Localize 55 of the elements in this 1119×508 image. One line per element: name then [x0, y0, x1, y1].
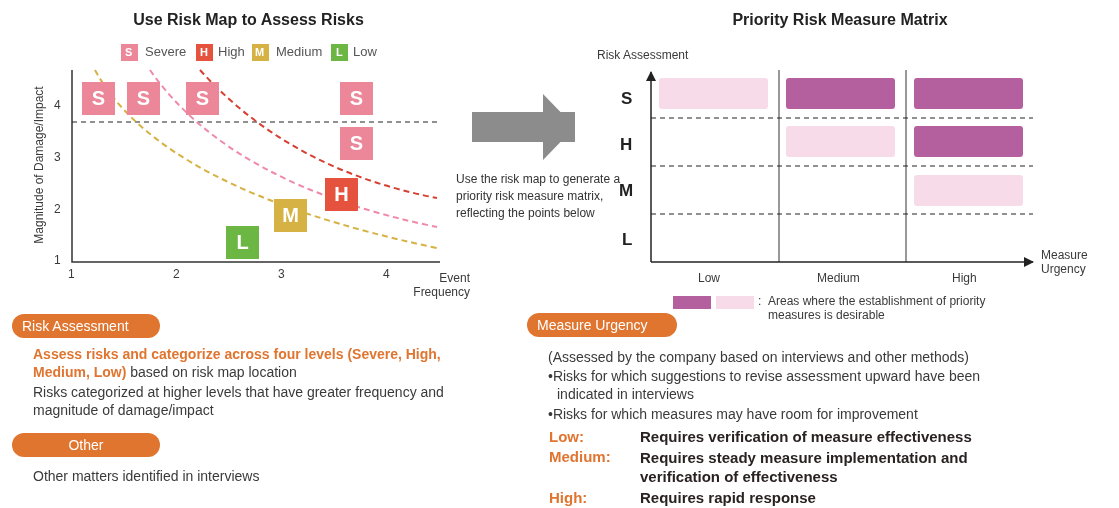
urgency-level: Low: — [549, 428, 584, 446]
block-arrow — [472, 94, 575, 160]
legend-letter: H — [200, 46, 208, 59]
legend-letter: M — [255, 46, 265, 59]
risk-level-square: H — [325, 178, 358, 211]
section-header-pill: Other — [12, 433, 160, 457]
legend-label: Low — [353, 45, 377, 60]
legend-letter: S — [125, 46, 133, 59]
risk-level-square: S — [340, 82, 373, 115]
risk-level-square: S — [340, 127, 373, 160]
urgency-level: High: — [549, 489, 588, 507]
row-label: M — [619, 181, 634, 201]
urgency-level: Medium: — [549, 448, 611, 466]
row-label: H — [620, 135, 633, 155]
risk-level-square: S — [82, 82, 115, 115]
note-text: Areas where the establishment of priority measures is desirable — [768, 295, 987, 323]
legend-letter: L — [336, 46, 343, 59]
tick-label: 2 — [173, 268, 180, 282]
axis-title: Event Frequency — [412, 272, 470, 300]
tick-label: 3 — [278, 268, 285, 282]
tick-label: 1 — [54, 254, 61, 268]
section-header-pill: Measure Urgency — [527, 313, 677, 337]
column-label: High — [952, 272, 977, 286]
tick-label: 4 — [383, 268, 390, 282]
body-text: Other matters identified in interviews — [33, 468, 260, 485]
body-text: Assess risks and categorize across four levels (Severe, High, Medium, Low) based on risk map location — [33, 345, 442, 381]
separator-colon: : — [758, 295, 762, 309]
risk-level-square: S — [186, 82, 219, 115]
column-label: Low — [698, 272, 720, 286]
tick-label: 1 — [68, 268, 75, 282]
tick-label: 2 — [54, 203, 61, 217]
row-label: S — [621, 89, 633, 109]
legend-label: Medium — [276, 45, 323, 60]
body-text: (Assessed by the company based on interviews and other methods) — [548, 349, 969, 366]
legend-label: High — [218, 45, 245, 60]
tick-label: 4 — [54, 99, 61, 113]
axis-title: Risk Assessment — [597, 49, 689, 63]
chart-title: Priority Risk Measure Matrix — [731, 11, 949, 30]
risk-level-square: S — [127, 82, 160, 115]
urgency-description: Requires verification of measure effectiveness — [640, 428, 972, 446]
axis-title: Magnitude of Damage/Impact — [33, 86, 47, 244]
urgency-description: Requires steady measure implementation and verification of effectiveness — [640, 448, 969, 486]
chart-title: Use Risk Map to Assess Risks — [132, 11, 365, 30]
axis-title: Measure Urgency — [1041, 249, 1089, 277]
section-header-pill: Risk Assessment — [12, 314, 160, 338]
row-label: L — [622, 230, 633, 250]
risk-level-square: M — [274, 199, 307, 232]
body-text: Risks categorized at higher levels that have greater frequency and magnitude of damage/impact — [33, 383, 445, 419]
risk-level-square: L — [226, 226, 259, 259]
bullet-text: •Risks for which measures may have room for improvement — [548, 406, 918, 423]
legend-label: Severe — [145, 45, 187, 60]
bullet-text: •Risks for which suggestions to revise assessment upward have been indicated in interviews — [548, 367, 982, 403]
urgency-description: Requires rapid response — [640, 489, 816, 507]
tick-label: 3 — [54, 151, 61, 165]
column-label: Medium — [817, 272, 860, 286]
